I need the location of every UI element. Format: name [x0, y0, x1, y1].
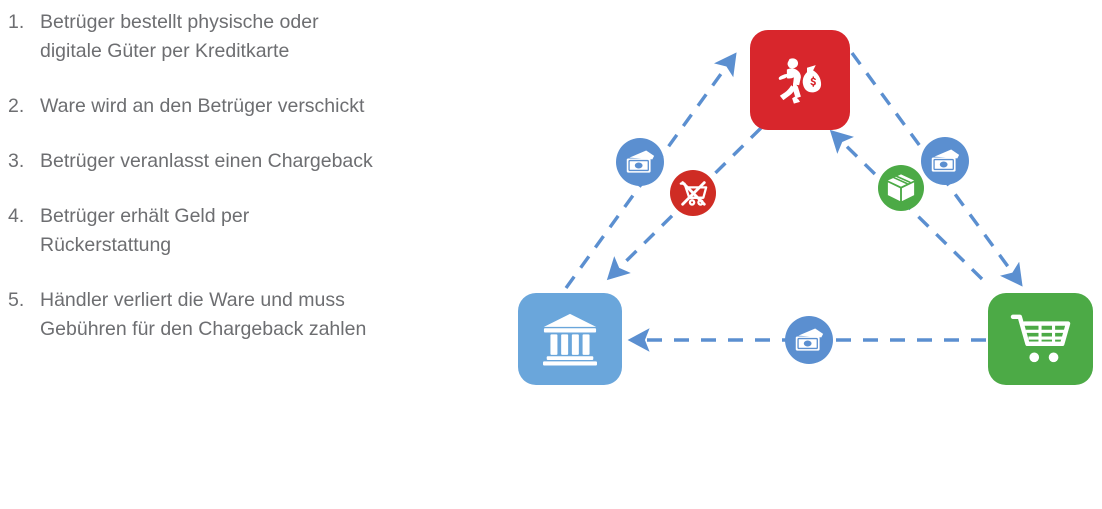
thief-with-money-bag-icon: [778, 58, 822, 104]
badge-money-to-fraudster: [616, 138, 664, 186]
arrow-bank-to-fraudster: [564, 52, 737, 289]
list-item: 1. Betrüger bestellt physische oder digi…: [0, 8, 470, 66]
cart-crossed-out-icon: [679, 181, 708, 206]
banknotes-icon: [626, 150, 655, 173]
step-text: Betrüger bestellt physische oder digital…: [40, 11, 319, 62]
step-number: 4.: [8, 205, 25, 227]
badge-goods-to-fraudster: [878, 165, 924, 211]
list-item: 4. Betrüger erhält Geld per Rückerstattu…: [0, 202, 470, 260]
step-text: Händler verliert die Ware und muss Gebüh…: [40, 289, 367, 340]
banknotes-icon: [931, 149, 960, 172]
list-item: 3. Betrüger veranlasst einen Chargeback: [0, 147, 470, 176]
badge-money-from-merchant: [921, 137, 969, 185]
step-text: Betrüger erhält Geld per Rückerstattung: [40, 205, 250, 256]
list-item: 5. Händler verliert die Ware und muss Ge…: [0, 286, 470, 344]
steps-list: 1. Betrüger bestellt physische oder digi…: [0, 0, 470, 509]
bank-building-icon: [543, 313, 597, 366]
list-item: 2. Ware wird an den Betrüger verschickt: [0, 92, 470, 121]
badge-no-goods-to-bank: [670, 170, 716, 216]
node-bank[interactable]: [518, 293, 622, 385]
banknotes-icon: [795, 328, 824, 351]
step-number: 1.: [8, 11, 25, 33]
node-fraudster[interactable]: [750, 30, 850, 130]
arrow-fraudster-to-merchant: [850, 51, 1023, 287]
step-number: 3.: [8, 150, 25, 172]
step-text: Betrüger veranlasst einen Chargeback: [40, 150, 373, 172]
shopping-cart-icon: [1010, 314, 1070, 363]
package-box-icon: [887, 174, 915, 202]
badge-money-merchant-to-bank: [785, 316, 833, 364]
node-merchant[interactable]: [988, 293, 1093, 385]
step-number: 2.: [8, 95, 25, 117]
step-text: Ware wird an den Betrüger verschickt: [40, 95, 365, 117]
step-number: 5.: [8, 289, 25, 311]
fraud-flow-diagram: [470, 0, 1102, 509]
